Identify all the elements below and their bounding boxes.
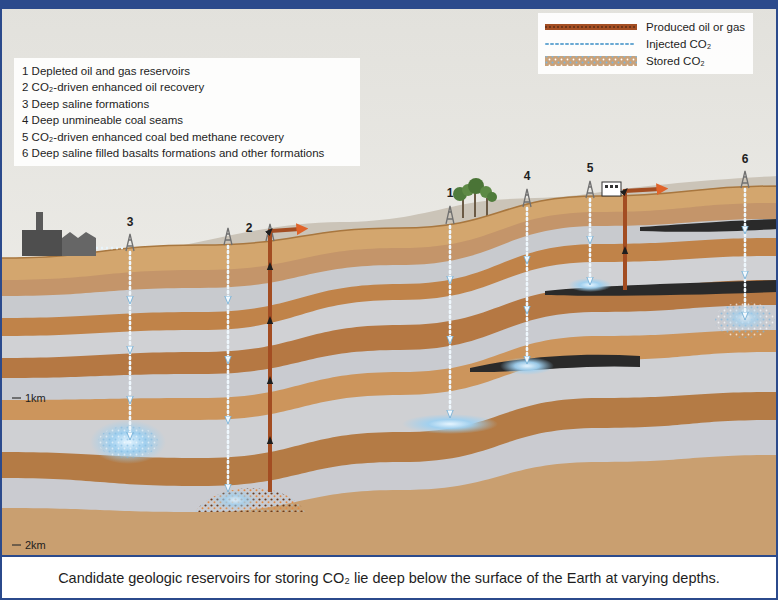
callout-number: 4 [524,170,531,184]
callout-number: 1 [447,187,454,201]
callout-number: 5 [587,162,594,176]
derricks [126,171,749,251]
caption-box: Candidate geologic reservoirs for storin… [0,557,778,598]
trees [453,178,497,218]
list-item: 4 Deep unmineable coal seams [22,112,351,128]
list-item: 2 CO₂-driven enhanced oil recovery [22,79,351,95]
stored-co2 [90,278,775,512]
depth-label: 1km [25,392,46,405]
list-item: 5 CO₂-driven enhanced coal bed methane r… [22,129,351,145]
legend-row: Stored CO₂ [545,52,745,69]
legend-sample [545,21,637,33]
legend-line [545,24,637,30]
legend-text: Injected CO₂ [646,38,711,50]
production-wells [270,189,660,492]
depth-label: 2km [25,539,46,552]
legend-box: Produced oil or gasInjected CO₂ Stored CO… [538,13,753,74]
caption-ground [0,556,778,600]
callout-number: 3 [127,216,134,230]
caption-rule [0,555,778,557]
legend-patch [545,56,637,66]
legend-sample [545,55,637,67]
callout-number: 6 [742,153,749,167]
legend-patch [545,56,637,66]
callout-number: 2 [246,222,253,236]
list-item: 3 Deep saline formations [22,96,351,112]
list-item: 6 Deep saline filled basalts formations … [22,145,351,161]
pump-house [602,182,621,196]
legend-text: Produced oil or gas [646,21,745,33]
injection-wells [130,189,745,488]
legend-row: Injected CO₂ [545,35,745,52]
depth-scale [12,398,21,545]
power-plant [22,212,126,256]
sky [0,0,778,556]
list-item: 1 Depleted oil and gas reservoirs [22,63,351,79]
rock-strata [0,186,778,556]
legend-line [545,26,637,27]
legend-sample [545,38,637,50]
list-box: 1 Depleted oil and gas reservoirs2 CO₂-d… [14,58,360,166]
legend-text: Stored CO₂ [646,55,705,67]
legend-row: Produced oil or gas [545,18,745,35]
caption: Candidate geologic reservoirs for storin… [58,570,720,586]
legend-line [546,43,636,45]
